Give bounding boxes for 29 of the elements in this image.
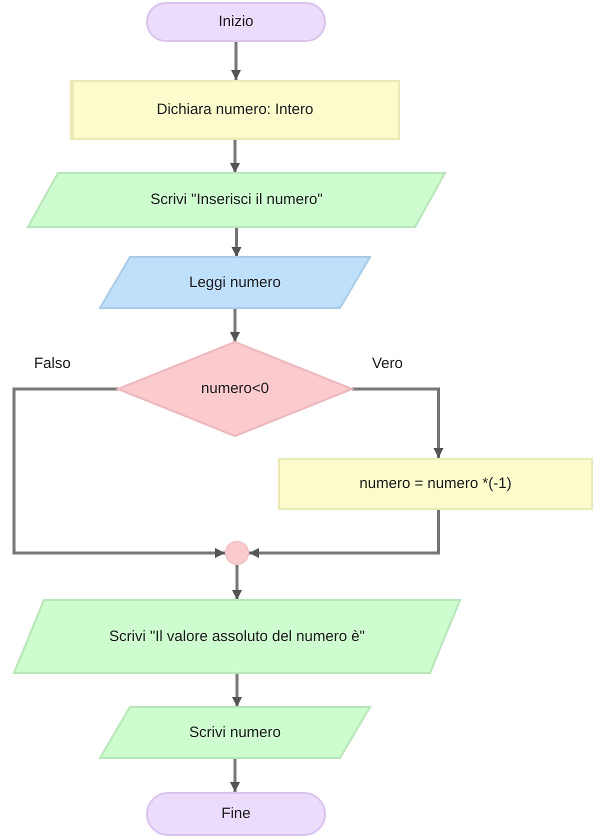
node-label: Scrivi "Il valore assoluto del numero è"	[109, 626, 365, 646]
input-parallelogram	[100, 257, 370, 308]
node-label: Inizio	[218, 12, 254, 32]
node-label: numero = numero *(-1)	[359, 474, 512, 494]
arrow	[12, 388, 225, 558]
circle-node	[225, 541, 249, 565]
output-parallelogram	[100, 707, 370, 758]
arrow	[232, 673, 242, 707]
arrow	[249, 510, 440, 558]
node-label: Scrivi "Inserisci il numero"	[150, 190, 323, 210]
output-parallelogram	[14, 600, 460, 673]
arrow	[230, 758, 240, 792]
arrow	[230, 140, 240, 173]
arrow	[230, 308, 240, 342]
node-label: Leggi numero	[189, 272, 281, 292]
node-label: Scrivi numero	[189, 722, 281, 742]
node-label: numero<0	[201, 379, 269, 399]
arrow	[352, 388, 444, 458]
declaration-box	[70, 80, 400, 140]
arrow	[231, 42, 241, 80]
terminal-box	[146, 2, 326, 42]
arrow	[232, 565, 242, 600]
arrow	[232, 227, 242, 257]
node-label: Fine	[221, 804, 251, 824]
terminal-box	[146, 792, 326, 836]
process-box	[278, 458, 593, 510]
decision-diamond	[118, 342, 352, 436]
output-parallelogram	[28, 173, 445, 227]
node-label: Dichiara numero: Intero	[156, 100, 314, 120]
